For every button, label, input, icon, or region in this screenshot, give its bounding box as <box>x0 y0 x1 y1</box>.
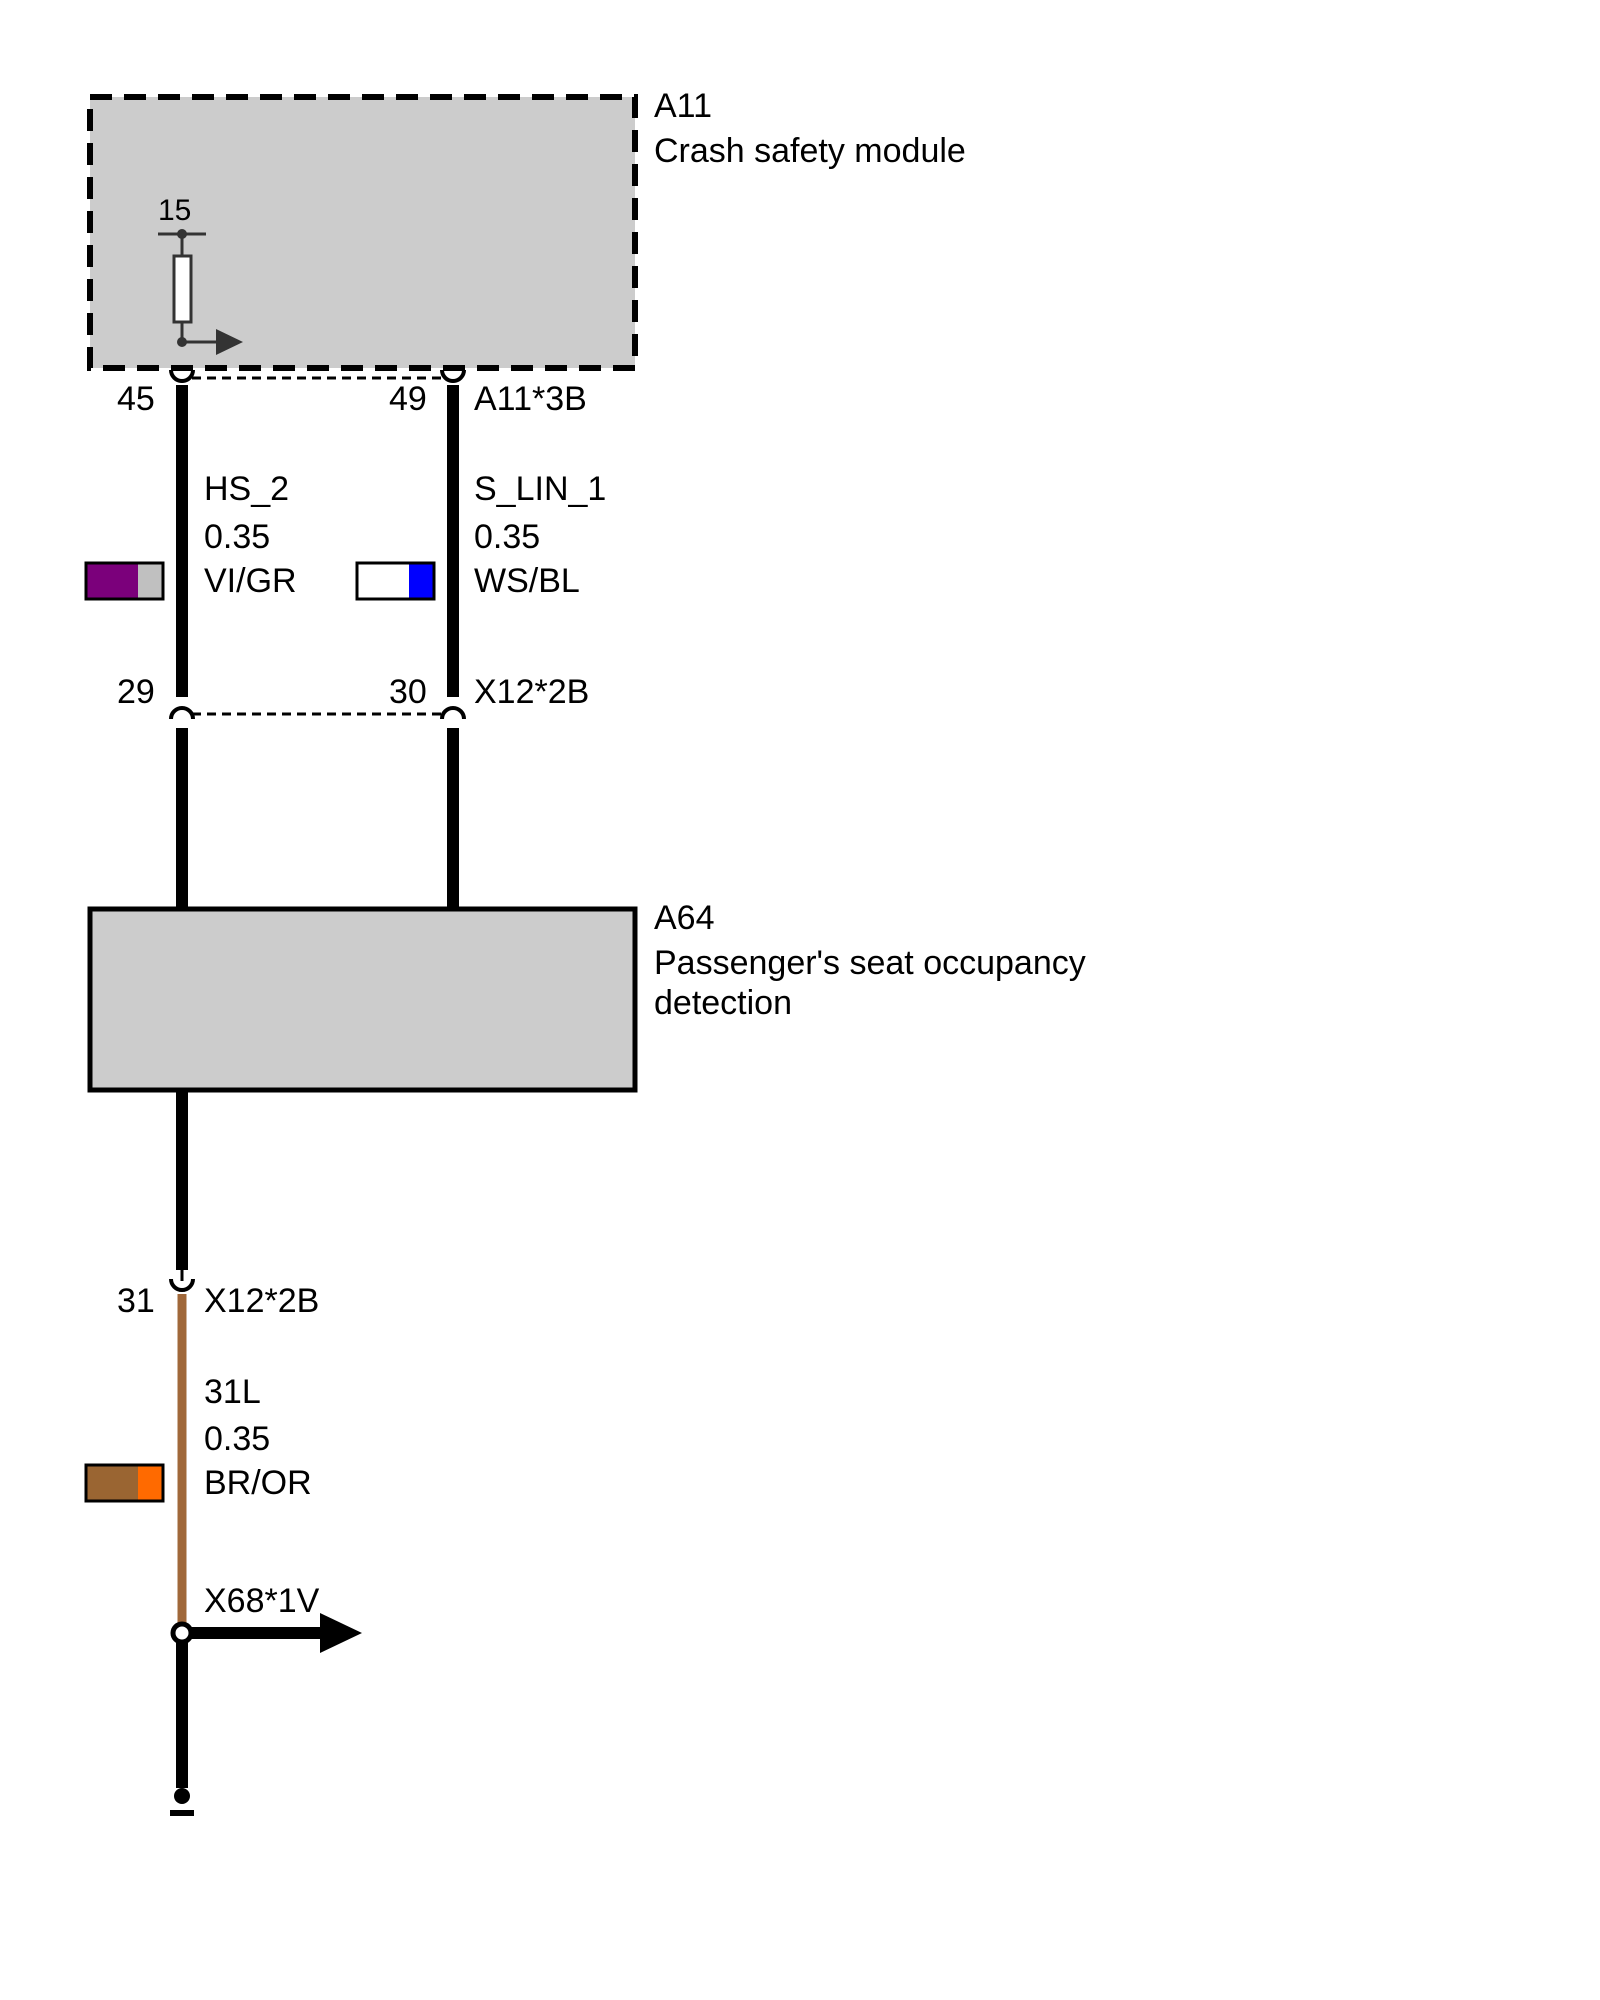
a64-name-line1: Passenger's seat occupancy <box>654 944 1086 982</box>
connector-socket <box>169 369 195 383</box>
wire-slin1-gauge: 0.35 <box>474 518 540 556</box>
wire-hs2-signal: HS_2 <box>204 470 289 508</box>
color-swatch-vi-gr <box>84 561 165 601</box>
pin-49: 49 <box>389 380 427 418</box>
pin-31: 31 <box>117 1282 155 1320</box>
a11-name: Crash safety module <box>654 132 966 170</box>
ground-icon <box>170 1810 194 1816</box>
wire-31l-color-code: BR/OR <box>204 1464 312 1502</box>
wire-hs2-color-code: VI/GR <box>204 562 297 600</box>
connector-x68-1v: X68*1V <box>204 1582 320 1620</box>
connector-socket <box>440 369 466 383</box>
ground-terminal <box>174 1788 190 1804</box>
arrow-right-icon <box>320 1613 362 1653</box>
junction-dot <box>177 229 187 239</box>
connector-x12-2b-lower: X12*2B <box>204 1282 319 1320</box>
color-swatch-ws-bl <box>355 561 436 601</box>
wire-31l-signal: 31L <box>204 1373 261 1411</box>
junction-dot <box>177 337 187 347</box>
connector-a11-3b: A11*3B <box>474 380 587 418</box>
wire-slin1-color-code: WS/BL <box>474 562 580 600</box>
wire-slin1-signal: S_LIN_1 <box>474 470 606 508</box>
pin-45: 45 <box>117 380 155 418</box>
a11-reference: A11 <box>654 87 712 125</box>
a64-module-box[interactable] <box>87 906 638 1093</box>
a64-name-line2: detection <box>654 984 792 1022</box>
connector-socket <box>169 1278 195 1292</box>
color-swatch-br-or <box>84 1463 165 1503</box>
wire-hs2-gauge: 0.35 <box>204 518 270 556</box>
wire-31l-gauge: 0.35 <box>204 1420 270 1458</box>
pin-30: 30 <box>389 673 427 711</box>
arrow-right-icon <box>216 329 243 355</box>
pin-29: 29 <box>117 673 155 711</box>
connector-pin <box>440 706 466 720</box>
connector-pin <box>169 706 195 720</box>
internal-label: 15 <box>158 194 191 227</box>
connector-x12-2b-upper: X12*2B <box>474 673 589 711</box>
splice-point[interactable] <box>170 1621 194 1645</box>
a64-reference: A64 <box>654 899 715 937</box>
